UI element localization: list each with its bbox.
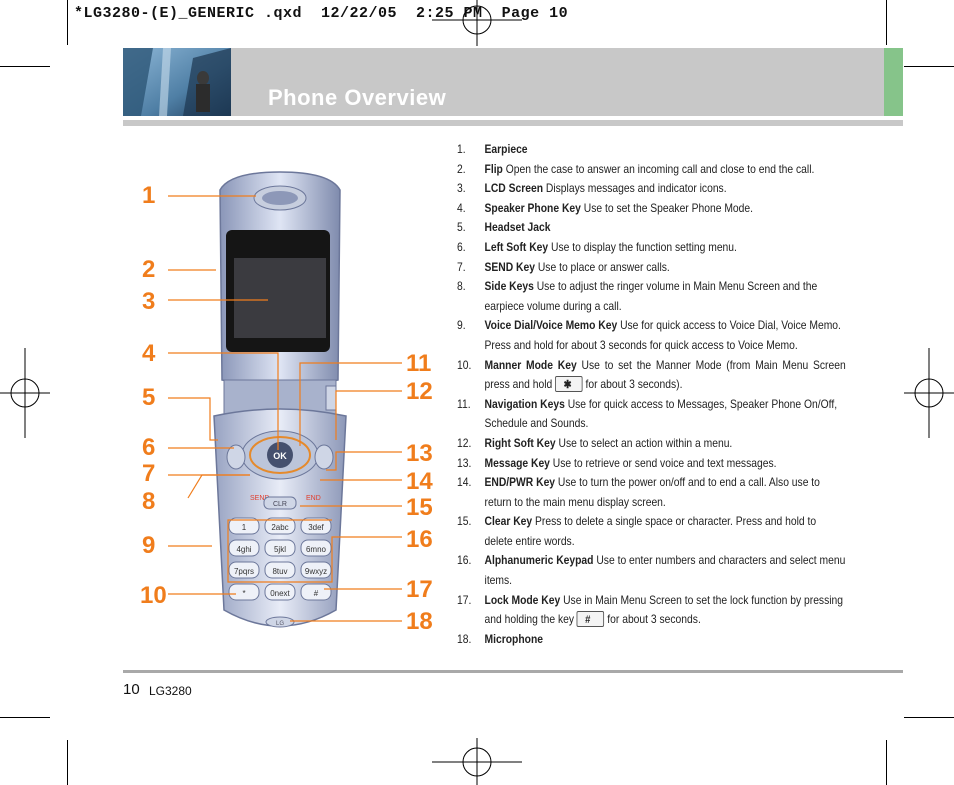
keypad-key [300, 517, 332, 535]
callout-9: 9 [142, 532, 156, 559]
callout-4: 4 [142, 340, 156, 367]
crop-mark [886, 740, 887, 785]
registration-mark-icon [432, 738, 522, 785]
list-item: 7.SEND Key Use to place or answer calls. [457, 259, 670, 274]
ok-key-label: OK [273, 451, 287, 461]
list-item: 3.LCD Screen Displays messages and indic… [457, 181, 727, 196]
page-number: 10 [123, 681, 140, 698]
phone-illustration: OK SEND CLR END 1 2abc 3def 4ghi 5jkl 6mno 7pq… [140, 170, 440, 650]
keypad-key [228, 539, 260, 557]
list-item: 9.Voice Dial/Voice Memo Key Use for quic… [457, 318, 841, 352]
registration-mark-icon [904, 348, 954, 438]
keypad-key-label: 9wxyz [305, 567, 327, 576]
list-item: 14.END/PWR Key Use to turn the power on/… [457, 475, 820, 509]
crop-mark [0, 717, 50, 718]
clr-key-label: CLR [273, 501, 287, 508]
footer-divider [123, 670, 903, 673]
keypad-key [300, 561, 332, 579]
callout-18: 18 [406, 608, 433, 635]
keypad-key [228, 517, 260, 535]
printer-slug: *LG3280-(E)_GENERIC .qxd 12/22/05 2:25 P… [74, 5, 569, 22]
keypad-key [300, 539, 332, 557]
callout-11: 11 [406, 350, 432, 377]
list-item: 13.Message Key Use to retrieve or send v… [457, 455, 777, 470]
callout-5: 5 [142, 384, 156, 411]
model-name: LG3280 [149, 684, 192, 698]
end-key-label: END [306, 495, 321, 502]
crop-mark [904, 717, 954, 718]
crop-mark [67, 740, 68, 785]
keypad: 1 2abc 3def 4ghi 5jkl 6mno 7pqrs 8tuv 9wxyz * 0nex… [228, 517, 332, 601]
registration-mark-icon [0, 348, 50, 438]
callout-7: 7 [142, 460, 156, 487]
list-item: 1.Earpiece [457, 142, 528, 156]
callout-6: 6 [142, 434, 156, 461]
callout-12: 12 [406, 378, 433, 405]
pound-key-icon: # [576, 611, 605, 628]
svg-text:#: # [586, 615, 592, 627]
phone-drawing: OK SEND CLR END 1 2abc 3def 4ghi 5jkl 6mno 7pq… [168, 171, 402, 628]
lg-logo-label: LG [276, 621, 284, 627]
page-title: Phone Overview [268, 85, 447, 110]
keypad-key [228, 561, 260, 579]
header-accent [884, 48, 903, 116]
keypad-key-label: 6mno [306, 545, 327, 554]
keypad-key-label: 0next [270, 589, 290, 598]
crop-mark [67, 0, 68, 45]
svg-text:✱: ✱ [564, 379, 572, 391]
list-item: 8.Side Keys Use to adjust the ringer vol… [457, 279, 818, 313]
keypad-key [264, 517, 296, 535]
keypad-key [264, 561, 296, 579]
list-item: 10.Manner Mode Key Use to set the Manner… [457, 357, 846, 392]
header-bar [123, 48, 903, 116]
list-item: 6.Left Soft Key Use to display the funct… [457, 239, 737, 254]
callout-17: 17 [406, 576, 433, 603]
callout-10: 10 [140, 582, 167, 609]
list-item: 16.Alphanumeric Keypad Use to enter numb… [457, 553, 846, 588]
list-item: 12.Right Soft Key Use to select an actio… [457, 435, 733, 450]
list-item: 17.Lock Mode Key Use in Main Menu Screen… [457, 592, 844, 628]
callout-14: 14 [406, 468, 433, 495]
callout-lines [168, 195, 402, 622]
list-item: 15.Clear Key Press to delete a single sp… [457, 514, 817, 548]
header-divider [123, 120, 903, 126]
callout-13: 13 [406, 440, 433, 467]
crop-mark [886, 0, 887, 45]
callout-3: 3 [142, 288, 156, 315]
keypad-key-label: 2abc [271, 523, 288, 532]
callout-1: 1 [142, 182, 156, 209]
callout-2: 2 [142, 256, 156, 283]
keypad-key [264, 583, 296, 601]
keypad-key-label: 8tuv [272, 567, 287, 576]
keypad-key [300, 583, 332, 601]
header-photo [123, 48, 231, 116]
list-item: 2.Flip Open the case to answer an incomi… [457, 161, 815, 176]
feature-list: 1.Earpiece 2.Flip Open the case to answe… [457, 140, 857, 649]
registration-mark-icon [432, 0, 522, 46]
callout-15: 15 [406, 494, 433, 521]
keypad-key-label: 1 [242, 523, 247, 532]
keypad-key-label: 5jkl [274, 545, 286, 554]
star-key-icon: ✱ [555, 375, 583, 392]
crop-mark [904, 66, 954, 67]
list-item: 5.Headset Jack [457, 220, 551, 235]
keypad-key [264, 539, 296, 557]
list-item: 18.Microphone [457, 631, 543, 646]
list-item: 11.Navigation Keys Use for quick access … [457, 396, 838, 431]
callout-16: 16 [406, 526, 433, 553]
keypad-key-label: 4ghi [236, 545, 251, 554]
keypad-key-label: # [314, 589, 319, 598]
keypad-key [228, 583, 260, 601]
keypad-key-label: 3def [308, 523, 324, 532]
send-key-label: SEND [250, 495, 269, 502]
callout-8: 8 [142, 488, 156, 515]
list-item: 4.Speaker Phone Key Use to set the Speak… [457, 200, 754, 215]
keypad-key-label: * [242, 589, 245, 598]
crop-mark [0, 66, 50, 67]
keypad-key-label: 7pqrs [234, 567, 254, 576]
